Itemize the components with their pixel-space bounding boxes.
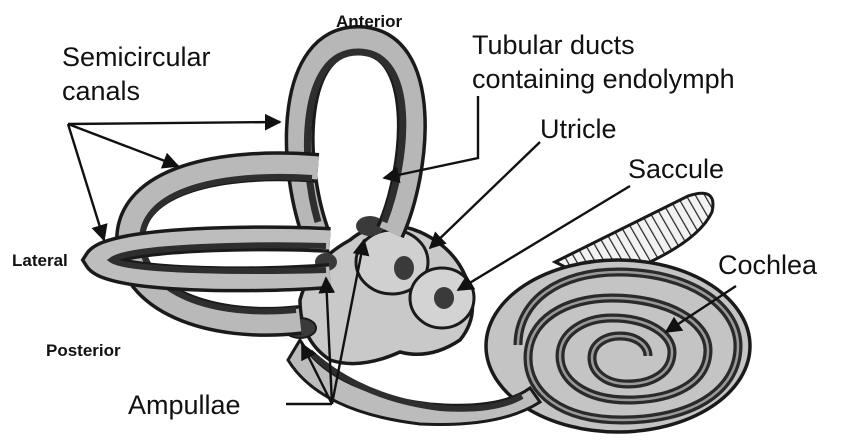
label-semicircular-2: canals (62, 76, 140, 106)
label-posterior: Posterior (46, 341, 121, 360)
semicircular-arrow-1 (68, 122, 280, 124)
label-tubular-2: containing endolymph (472, 64, 735, 94)
semicircular-arrow-3 (68, 124, 104, 240)
semicircular-arrow-2 (68, 124, 178, 166)
utricle-macula (394, 256, 414, 280)
label-utricle: Utricle (540, 114, 617, 144)
label-tubular-1: Tubular ducts (472, 30, 635, 60)
label-cochlea: Cochlea (718, 250, 818, 280)
saccule-macula (434, 287, 454, 309)
utricle-arrow (430, 142, 540, 248)
label-semicircular-1: Semicircular (62, 42, 211, 72)
label-ampullae: Ampullae (128, 390, 241, 420)
label-saccule: Saccule (628, 154, 724, 184)
label-lateral: Lateral (12, 251, 68, 270)
label-anterior: Anterior (336, 12, 403, 31)
